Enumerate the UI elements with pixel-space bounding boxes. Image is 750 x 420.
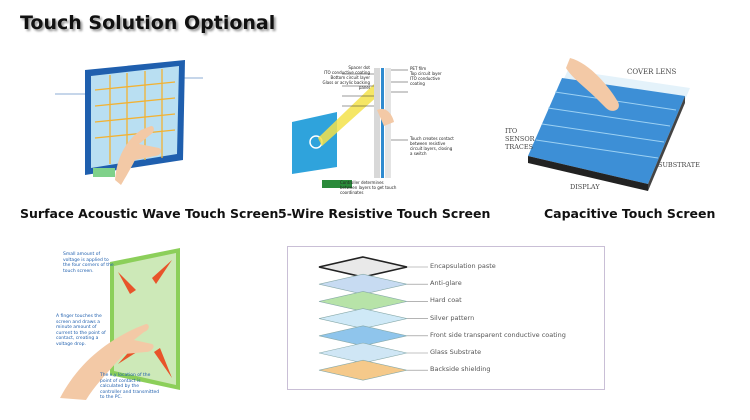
- capacitive-diagram: [528, 58, 690, 191]
- layer-sheet: [318, 359, 408, 381]
- resistive-controller: [322, 180, 352, 188]
- layer-stack: [318, 256, 428, 381]
- capacitive-finger: [566, 58, 619, 111]
- caption-resistive: 5-Wire Resistive Touch Screen: [278, 206, 491, 221]
- label-ito-coating: ITO conductive coating: [323, 70, 370, 75]
- label-touch-contact: Touch creates contact between resistive …: [410, 136, 454, 156]
- caption-capacitive: Capacitive Touch Screen: [544, 206, 716, 221]
- resistive-callouts: [342, 69, 408, 141]
- resistive-diagram: [292, 68, 408, 188]
- resistive-screen: [292, 112, 337, 174]
- layer-stack-diagram: [318, 256, 428, 381]
- layer-label: Anti-glare: [430, 279, 462, 288]
- resistive-layer-b: [381, 68, 384, 178]
- label-substrate: SUBSTRATE: [658, 161, 700, 169]
- resistive-layer-a: [374, 68, 380, 178]
- display-layer: [528, 156, 648, 191]
- saw-wave-grid: [94, 69, 176, 164]
- layer-label: Encapsulation paste: [430, 262, 496, 270]
- resistive-right-labels: PET film Top circuit layer ITO conductiv…: [410, 66, 454, 86]
- ito-sensor-layer: [528, 78, 685, 184]
- page-title: Touch Solution Optional: [20, 12, 276, 34]
- label-ito-coating-2: ITO conductive coating: [410, 76, 441, 86]
- label-glass: Glass or acrylic backing panel: [322, 80, 370, 90]
- label-cover-lens: COVER LENS: [627, 68, 677, 76]
- label-pet: PET film: [410, 66, 427, 71]
- saw-controller: [93, 168, 115, 177]
- display-edge: [648, 96, 685, 191]
- label-bottom-layer: Bottom circuit layer: [330, 75, 370, 80]
- label-display: DISPLAY: [570, 183, 600, 191]
- layer-label: Front side transparent conductive coatin…: [430, 330, 566, 339]
- layer-label: Glass Substrate: [430, 348, 482, 356]
- label-finger: A finger touches the screen and draws a …: [56, 314, 106, 347]
- resistive-left-labels: Spacer dot ITO conductive coating Bottom…: [322, 65, 370, 90]
- layer-label: Backside shielding: [430, 365, 491, 374]
- caption-saw: Surface Acoustic Wave Touch Screen: [20, 206, 279, 221]
- label-ito-sensor: ITO SENSOR TRACES: [505, 127, 535, 151]
- saw-screen-surface: [91, 66, 179, 168]
- saw-hand: [115, 126, 162, 185]
- resistive-finger: [377, 108, 394, 126]
- label-spacer-dot: Spacer dot: [348, 65, 370, 70]
- saw-diagram: [55, 60, 203, 185]
- label-voltage: Small amount of voltage is applied to th…: [63, 252, 114, 274]
- sensor-traces: [535, 91, 677, 159]
- label-top-layer: Top circuit layer: [410, 71, 442, 76]
- label-xy: The x,y location of the point of contact…: [100, 373, 160, 400]
- label-controller: Controller determines between layers to …: [340, 180, 397, 195]
- layer-label: Hard coat: [430, 296, 462, 305]
- layer-label: Silver pattern: [430, 313, 475, 322]
- surface-cap-diagram: [60, 248, 180, 400]
- surface-cap-hand: [60, 324, 154, 400]
- resistive-zoom-beam: [318, 84, 380, 146]
